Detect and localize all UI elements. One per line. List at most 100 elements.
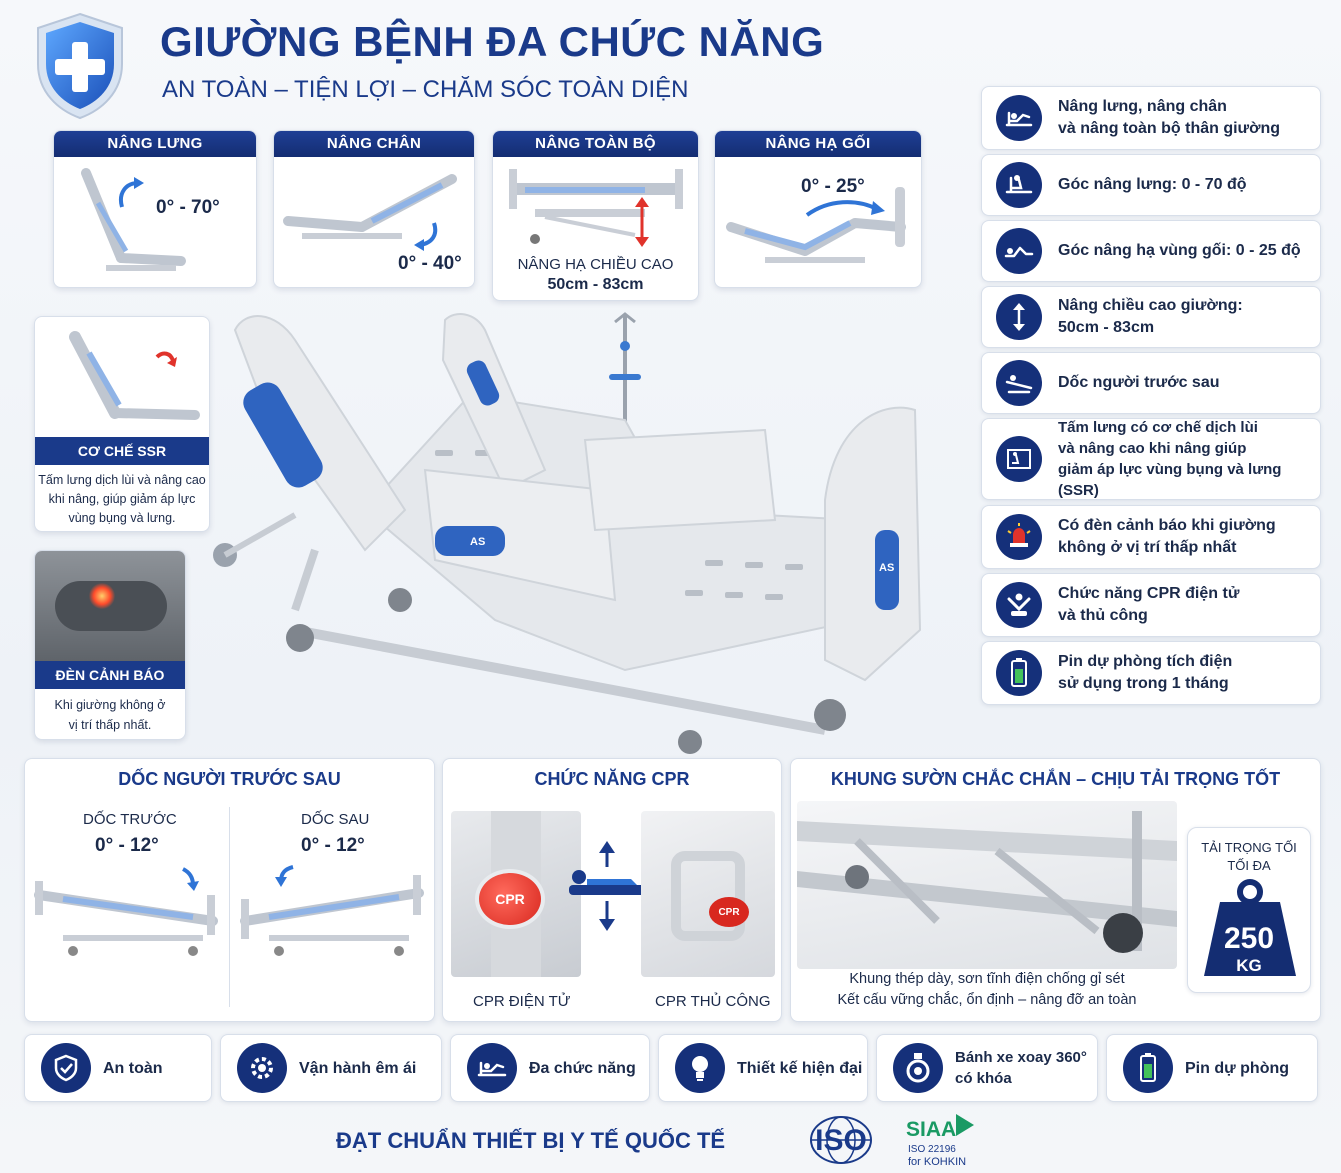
- feature-row-5: Dốc người trước sau: [981, 352, 1321, 414]
- feature-text: Dốc người trước sau: [1058, 374, 1220, 391]
- iso-text: ISO: [815, 1124, 867, 1157]
- cpr-button-text: CPR: [495, 891, 525, 907]
- card-title: NÂNG TOÀN BỘ: [493, 131, 698, 157]
- pill-an-toan: An toàn: [24, 1034, 212, 1102]
- angle-label: 0° - 40°: [398, 253, 462, 274]
- siaa-text: SIAA: [906, 1118, 957, 1141]
- shield-plus-logo: [30, 10, 130, 122]
- battery-icon: [996, 650, 1042, 696]
- feature-text: và nâng toàn bộ thân giường: [1058, 120, 1281, 137]
- cpr-red-tag: CPR: [709, 897, 749, 927]
- wheel-icon: [893, 1043, 943, 1093]
- standard-text: ĐẠT CHUẨN THIẾT BỊ Y TẾ QUỐC TẾ: [336, 1128, 726, 1153]
- siaa-sub-2: for KOHKIN: [908, 1156, 967, 1168]
- siaa-logo: SIAA ISO 22196 for KOHKIN: [906, 1110, 982, 1170]
- back-tilt-angle: 0° - 12°: [301, 835, 365, 856]
- pill-text: có khóa: [955, 1070, 1012, 1087]
- section-title: DỐC NGƯỜI TRƯỚC SAU: [118, 769, 341, 789]
- load-unit: KG: [1236, 956, 1262, 975]
- ssr-icon: [996, 436, 1042, 482]
- cpr-manual-label: CPR THỦ CÔNG: [655, 993, 771, 1010]
- card-warning-light: ĐÈN CẢNH BÁO Khi giường không ở vị trí t…: [34, 550, 186, 740]
- feature-row-9: Pin dự phòng tích điện sử dụng trong 1 t…: [981, 641, 1321, 705]
- siaa-mark-icon: [956, 1114, 974, 1136]
- tilt-icon: [996, 360, 1042, 406]
- patient-arrows-icon: [569, 841, 645, 931]
- siaa-sub-1: ISO 22196: [908, 1144, 956, 1155]
- cpr-section: CHỨC NĂNG CPR CPR CPR CPR ĐIỆN TỬ CPR TH…: [442, 758, 782, 1022]
- pill-text: Vận hành êm ái: [299, 1059, 417, 1077]
- warning-desc-2: vị trí thấp nhất.: [68, 718, 152, 732]
- ssr-desc-1: Tấm lưng dịch lùi và nâng cao: [38, 473, 206, 487]
- back-tilt-label: DỐC SAU: [301, 811, 370, 828]
- pill-banh-xe: Bánh xe xoay 360° có khóa: [876, 1034, 1098, 1102]
- card-nang-toan-bo: NÂNG TOÀN BỘ NÂNG HẠ CHIỀU CAO 50cm - 83…: [492, 130, 699, 301]
- card-title: NÂNG LƯNG: [54, 131, 256, 157]
- height-range: 50cm - 83cm: [547, 276, 644, 293]
- footboard-badge: AS: [879, 562, 895, 574]
- gear-icon: [237, 1043, 287, 1093]
- feature-text: Tấm lưng có cơ chế dịch lùi: [1058, 419, 1258, 436]
- feature-row-4: Nâng chiều cao giường: 50cm - 83cm: [981, 286, 1321, 348]
- frame-desc-2: Kết cấu vững chắc, ổn định – nâng đỡ an …: [837, 992, 1137, 1008]
- cpr-electric-label: CPR ĐIỆN TỬ: [473, 993, 571, 1010]
- cpr-manual-photo: CPR: [641, 811, 775, 977]
- pill-text: Đa chức năng: [529, 1059, 636, 1077]
- tilt-section: DỐC NGƯỜI TRƯỚC SAU DỐC TRƯỚC 0° - 12° D…: [24, 758, 435, 1022]
- feature-text: sử dụng trong 1 tháng: [1058, 675, 1229, 692]
- backrest-bed-illustration: [81, 168, 186, 271]
- card-nang-chan: NÂNG CHÂN 0° - 40°: [273, 130, 475, 288]
- pill-text: Pin dự phòng: [1185, 1059, 1290, 1077]
- feature-text: không ở vị trí thấp nhất: [1058, 539, 1237, 556]
- cpr-tag-text: CPR: [718, 906, 740, 918]
- load-capacity-box: TẢI TRỌNG TỐI TỐI ĐA 250 KG: [1187, 827, 1311, 993]
- pill-pin-du-phong: Pin dự phòng: [1106, 1034, 1318, 1102]
- feature-row-7: Có đèn cảnh báo khi giường không ở vị tr…: [981, 505, 1321, 569]
- leg-raise-bed-illustration: [283, 174, 457, 239]
- pill-van-hanh: Vận hành êm ái: [220, 1034, 442, 1102]
- ssr-desc-3: vùng bụng và lưng.: [68, 511, 176, 525]
- feature-text: Nâng lưng, nâng chân: [1058, 98, 1227, 115]
- bed-raise-icon: [996, 95, 1042, 141]
- warning-light-photo: [35, 551, 185, 661]
- section-title: KHUNG SƯỜN CHẮC CHẮN – CHỊU TẢI TRỌNG TỐ…: [830, 769, 1281, 789]
- curved-arrow-icon: [805, 200, 885, 217]
- pill-text: An toàn: [103, 1059, 163, 1077]
- cpr-red-button: CPR: [475, 869, 545, 929]
- cpr-icon: [996, 582, 1042, 628]
- lightbulb-icon: [675, 1043, 725, 1093]
- curved-arrow-icon: [119, 177, 144, 208]
- full-raise-bed-illustration: [509, 169, 683, 244]
- bed-multi-icon: [467, 1043, 517, 1093]
- card-title: NÂNG CHÂN: [274, 131, 474, 157]
- feature-row-2: Góc nâng lưng: 0 - 70 độ: [981, 154, 1321, 216]
- curved-arrow-icon: [414, 222, 438, 251]
- angle-label: 0° - 25°: [801, 176, 865, 197]
- front-tilt-angle: 0° - 12°: [95, 835, 159, 856]
- shield-check-icon: [41, 1043, 91, 1093]
- battery-icon: [1123, 1043, 1173, 1093]
- hospital-bed-illustration: AS AS: [205, 300, 935, 755]
- backrest-icon: [996, 162, 1042, 208]
- feature-row-1: Nâng lưng, nâng chân và nâng toàn bộ thâ…: [981, 86, 1321, 150]
- page-subtitle: AN TOÀN – TIỆN LỢI – CHĂM SÓC TOÀN DIỆN: [162, 76, 689, 103]
- feature-text: Có đèn cảnh báo khi giường: [1058, 517, 1276, 534]
- frame-desc-1: Khung thép dày, sơn tĩnh điện chống gỉ s…: [849, 971, 1125, 987]
- angle-label: 0° - 70°: [156, 197, 220, 218]
- height-arrows-icon: [996, 294, 1042, 340]
- feature-text: Chức năng CPR điện tử: [1058, 585, 1240, 602]
- feature-text: Góc nâng hạ vùng gối: 0 - 25 độ: [1058, 242, 1301, 259]
- frame-photo: [797, 801, 1177, 969]
- front-tilt-label: DỐC TRƯỚC: [83, 811, 177, 828]
- load-value: 250: [1223, 922, 1275, 955]
- feature-row-8: Chức năng CPR điện tử và thủ công: [981, 573, 1321, 637]
- section-title: CHỨC NĂNG CPR: [534, 769, 690, 789]
- card-nang-ha-goi: NÂNG HẠ GỐI 0° - 25°: [714, 130, 922, 288]
- back-tilt-bed-illustration: [240, 865, 424, 956]
- feature-row-3: Góc nâng hạ vùng gối: 0 - 25 độ: [981, 220, 1321, 282]
- page-title: GIƯỜNG BỆNH ĐA CHỨC NĂNG: [160, 18, 825, 65]
- alarm-light-icon: [996, 514, 1042, 560]
- pill-da-chuc-nang: Đa chức năng: [450, 1034, 650, 1102]
- cpr-electric-photo: CPR: [451, 811, 581, 977]
- load-label-1: TẢI TRỌNG TỐI: [1201, 840, 1297, 855]
